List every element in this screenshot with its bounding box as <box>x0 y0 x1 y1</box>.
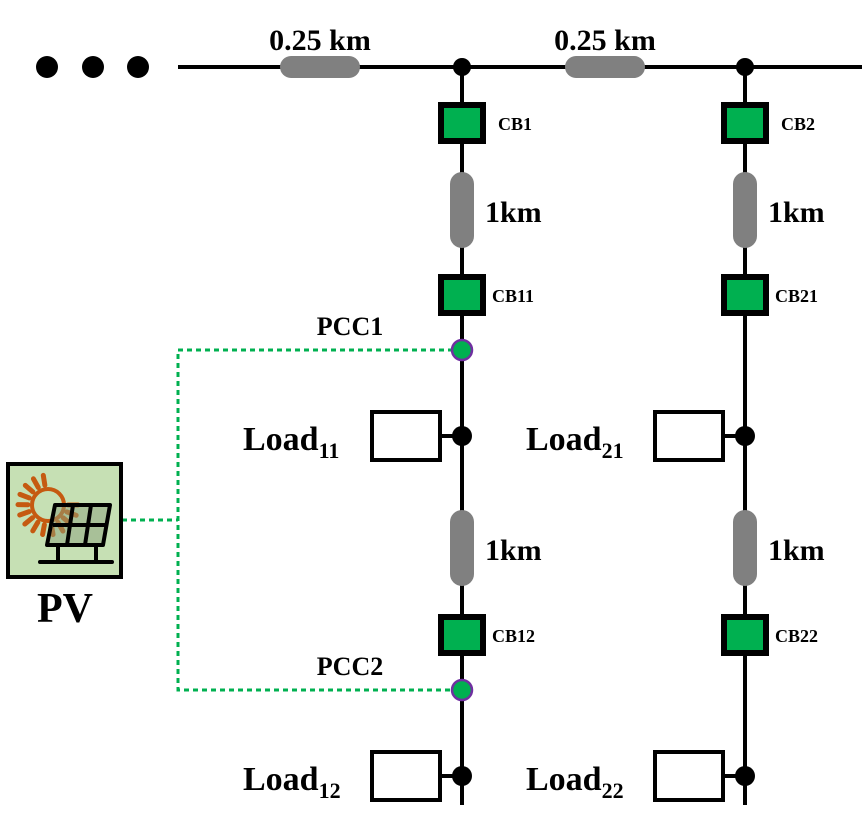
load-label: Load12 <box>243 761 341 803</box>
breaker-label: CB2 <box>781 114 815 134</box>
load-label: Load21 <box>526 421 624 463</box>
pcc-label: PCC1 <box>317 312 383 341</box>
pcc-node[interactable] <box>450 678 474 702</box>
continuation-dots <box>36 56 149 78</box>
bus-node <box>736 58 754 76</box>
circuit-breaker[interactable] <box>438 102 486 144</box>
solar-panel-icon <box>38 503 114 564</box>
segment-label: 1km <box>485 534 542 567</box>
segment-label: 1km <box>485 196 542 229</box>
line-segment <box>450 510 474 586</box>
segment-label: 1km <box>768 196 825 229</box>
bus-segment-1 <box>280 56 360 78</box>
bus-node <box>453 58 471 76</box>
pv-tie-lines <box>122 348 462 692</box>
bus-segment-label-1: 0.25 km <box>269 24 371 57</box>
segment-label: 1km <box>768 534 825 567</box>
bus-segment-label-2: 0.25 km <box>554 24 656 57</box>
pv-label: PV <box>37 586 93 632</box>
bus-segment-2 <box>565 56 645 78</box>
circuit-breaker[interactable] <box>721 102 769 144</box>
line-segment <box>733 172 757 248</box>
load-box[interactable] <box>370 750 442 802</box>
load-label: Load22 <box>526 761 624 803</box>
pcc-label: PCC2 <box>317 652 383 681</box>
load-label: Load11 <box>243 421 339 463</box>
load-box[interactable] <box>653 410 725 462</box>
breaker-label: CB12 <box>492 626 535 646</box>
line-segment <box>450 172 474 248</box>
breaker-label: CB21 <box>775 286 818 306</box>
line-segment <box>733 510 757 586</box>
circuit-breaker[interactable] <box>438 274 486 316</box>
breaker-label: CB11 <box>492 286 534 306</box>
circuit-breaker[interactable] <box>438 614 486 656</box>
pcc-node[interactable] <box>450 338 474 362</box>
breaker-label: CB1 <box>498 114 532 134</box>
circuit-breaker[interactable] <box>721 614 769 656</box>
breaker-label: CB22 <box>775 626 818 646</box>
load-box[interactable] <box>370 410 442 462</box>
pv-unit: PV <box>6 462 123 632</box>
circuit-breaker[interactable] <box>721 274 769 316</box>
load-box[interactable] <box>653 750 725 802</box>
